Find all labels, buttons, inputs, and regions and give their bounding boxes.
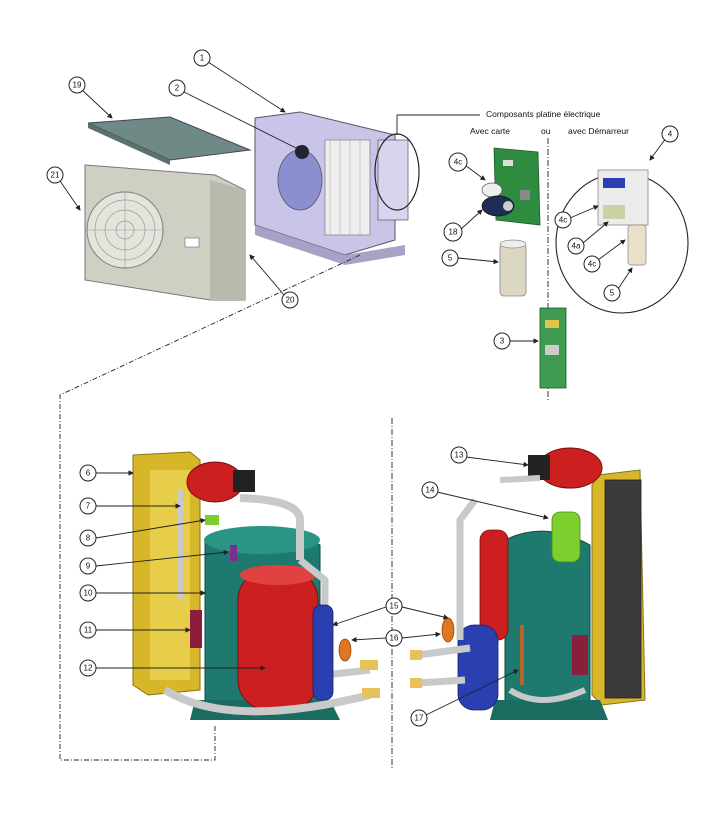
callout-2 [168, 79, 186, 97]
callout-4a [567, 237, 585, 255]
callout-5-board [441, 249, 459, 267]
svg-text:13: 13 [455, 451, 464, 460]
callout-13 [450, 446, 468, 464]
electrical-components-title: Composants platine électrique [486, 109, 601, 119]
callout-9 [79, 557, 97, 575]
callout-12 [79, 659, 97, 677]
callout-4 [661, 125, 679, 143]
callout-8 [79, 529, 97, 547]
callout-4c-lower [583, 255, 601, 273]
callout-3 [493, 332, 511, 350]
option-with-card: Avec carte [470, 126, 510, 136]
svg-text:18: 18 [449, 228, 458, 237]
unit-chassis [254, 111, 409, 265]
svg-text:4c: 4c [454, 158, 462, 167]
svg-text:20: 20 [286, 296, 295, 305]
callout-15 [385, 597, 403, 615]
callout-4c-board [448, 152, 468, 172]
svg-text:1: 1 [200, 54, 205, 63]
svg-text:21: 21 [51, 171, 60, 180]
svg-text:9: 9 [86, 562, 91, 571]
svg-text:2: 2 [175, 84, 180, 93]
svg-text:12: 12 [84, 664, 93, 673]
svg-text:7: 7 [86, 502, 91, 511]
zoom-connector [59, 254, 361, 761]
svg-text:11: 11 [84, 626, 93, 635]
option-with-starter: avec Démarreur [568, 126, 629, 136]
svg-text:15: 15 [390, 602, 399, 611]
svg-text:5: 5 [448, 254, 453, 263]
svg-text:10: 10 [84, 589, 93, 598]
callout-18 [443, 222, 463, 242]
start-capacitor [499, 239, 527, 297]
callout-17 [410, 709, 428, 727]
callout-6 [79, 464, 97, 482]
callout-11 [79, 621, 97, 639]
callout-10 [79, 584, 97, 602]
callout-7 [79, 497, 97, 515]
svg-text:17: 17 [415, 714, 424, 723]
svg-text:14: 14 [426, 486, 435, 495]
callout-21 [46, 166, 64, 184]
svg-text:4c: 4c [588, 260, 596, 269]
left-compressor-group [132, 451, 380, 720]
starter-board [539, 307, 567, 389]
callout-19 [68, 76, 86, 94]
callout-1 [193, 49, 211, 67]
svg-text:4a: 4a [572, 242, 581, 251]
condenser-coil [324, 139, 371, 236]
svg-text:4c: 4c [559, 216, 567, 225]
callout-4c-starter [554, 211, 572, 229]
starter-assembly [597, 169, 649, 266]
option-or: ou [541, 126, 551, 136]
front-casing [84, 164, 246, 301]
callout-5-starter [603, 284, 621, 302]
fan-blade [277, 149, 323, 211]
svg-text:5: 5 [610, 289, 615, 298]
callout-16 [385, 629, 403, 647]
top-cover-panel [87, 116, 252, 165]
capacitor-large [481, 195, 515, 217]
liquid-receiver [237, 569, 319, 711]
svg-text:8: 8 [86, 534, 91, 543]
svg-text:6: 6 [86, 469, 91, 478]
right-compressor-group [410, 447, 646, 720]
svg-text:4: 4 [668, 130, 673, 139]
svg-text:3: 3 [500, 337, 505, 346]
callout-20 [281, 291, 299, 309]
svg-text:19: 19 [73, 81, 82, 90]
svg-text:16: 16 [390, 634, 399, 643]
callout-14 [421, 481, 439, 499]
control-board [481, 147, 541, 226]
capacitor-small [481, 182, 503, 198]
